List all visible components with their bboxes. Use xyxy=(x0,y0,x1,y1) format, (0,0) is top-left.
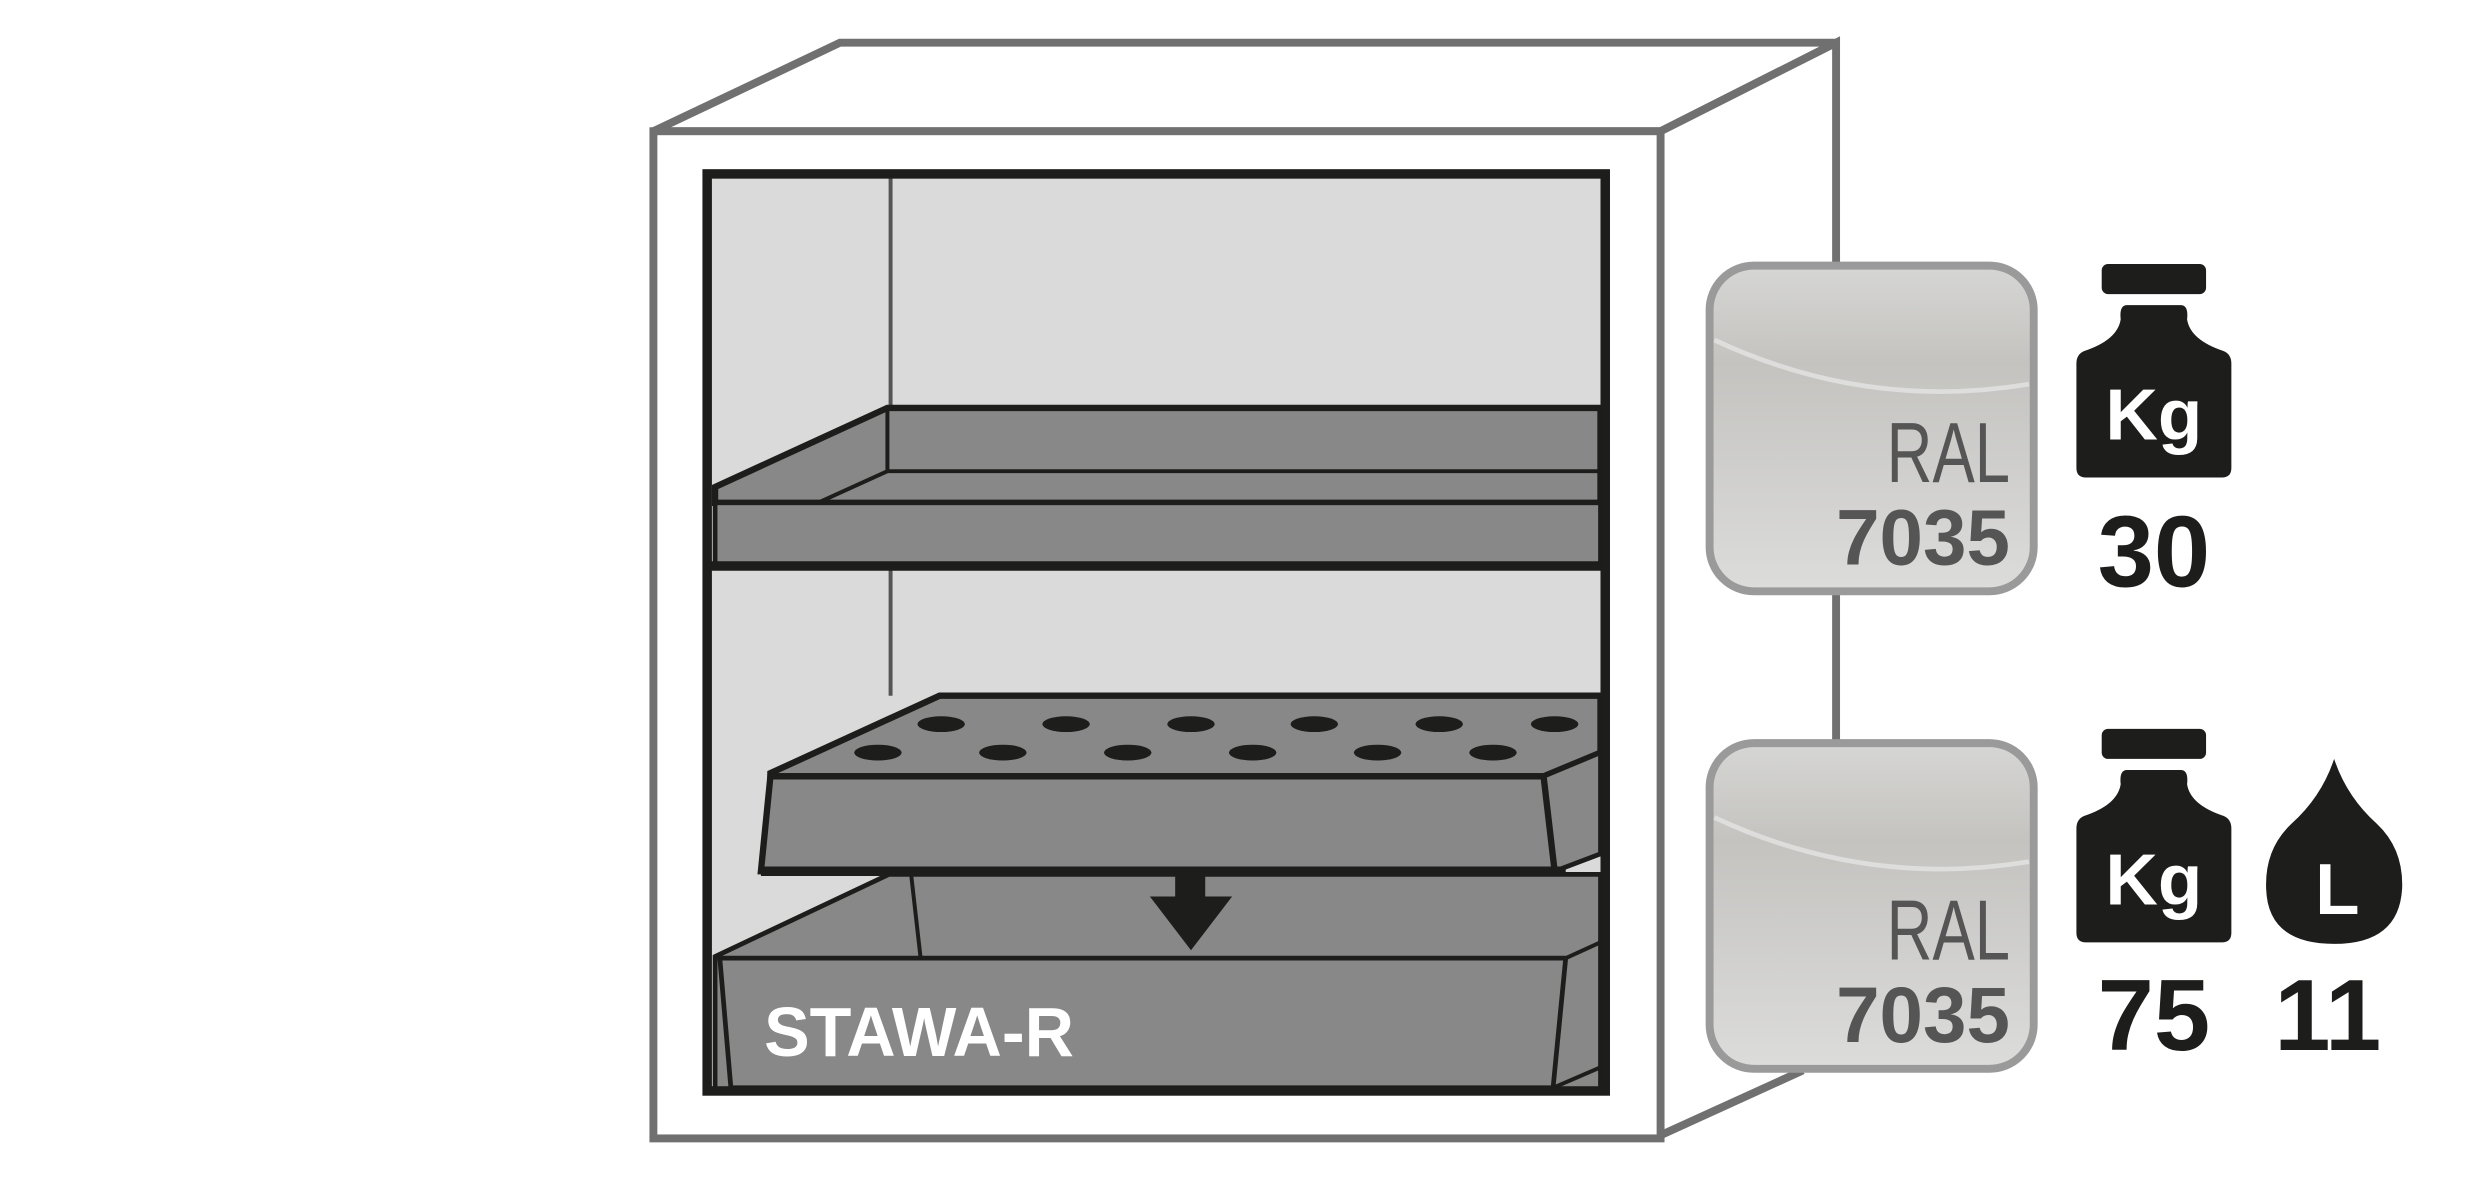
ral-color-badge xyxy=(1705,261,2038,596)
weight-kg-icon: Kg xyxy=(2076,264,2232,478)
weight-capacity: 30 xyxy=(2098,496,2211,609)
cabinet-top xyxy=(651,38,1838,136)
spec-lower: RAL 7035 Kg 75 L 11 xyxy=(1705,728,2403,1073)
weight-unit: Kg xyxy=(2105,375,2202,456)
weight-capacity: 75 xyxy=(2098,959,2211,1072)
ral-code: 7035 xyxy=(1836,970,2010,1059)
cabinet-opening xyxy=(702,169,1610,1096)
spec-upper: RAL 7035 Kg 30 xyxy=(1705,261,2232,609)
drain-holes xyxy=(854,716,1579,761)
sump-volume: 11 xyxy=(2274,959,2381,1072)
sump-tray: STAWA-R xyxy=(712,871,1603,1094)
cabinet-bottom-edge xyxy=(1658,1066,1805,1139)
weight-unit: Kg xyxy=(2105,839,2202,920)
ral-label: RAL xyxy=(1887,884,2010,979)
down-arrow-icon xyxy=(1149,871,1233,951)
shelf xyxy=(710,404,1604,571)
ral-code: 7035 xyxy=(1836,492,2010,581)
weight-kg-icon: Kg xyxy=(2076,728,2232,943)
cabinet-interior: STAWA-R xyxy=(710,177,1604,1094)
ral-label: RAL xyxy=(1887,406,2010,501)
product-label: STAWA-R xyxy=(764,993,1074,1071)
ral-color-badge xyxy=(1705,739,2038,1073)
perforated-insert xyxy=(757,692,1604,876)
liquid-drop-icon: L xyxy=(2266,758,2403,944)
volume-unit: L xyxy=(2315,849,2359,930)
cabinet-side xyxy=(1658,36,1841,269)
